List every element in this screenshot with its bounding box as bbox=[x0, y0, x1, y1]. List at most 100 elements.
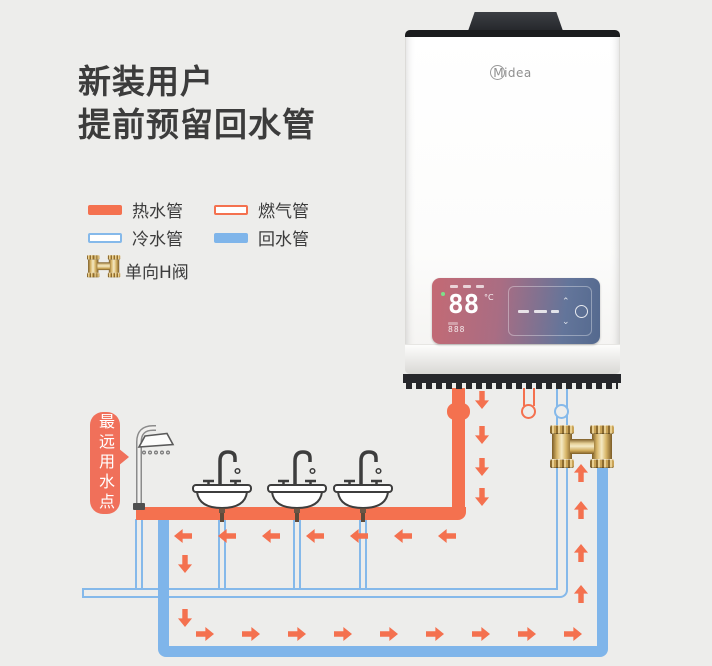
flow-arrow-right bbox=[288, 626, 306, 642]
valve-cap bbox=[590, 459, 614, 468]
farthest-point-label: 最远用水点 bbox=[90, 412, 120, 514]
power-button-icon bbox=[575, 305, 588, 318]
page-title: 新装用户 提前预留回水管 bbox=[78, 60, 316, 146]
heater-bottom-vent bbox=[403, 374, 621, 389]
gas-pipe-swatch bbox=[214, 204, 248, 215]
indicator-dash bbox=[448, 322, 458, 325]
heater-top-band bbox=[405, 30, 620, 37]
label-pointer-icon bbox=[118, 448, 129, 466]
valve-cap bbox=[550, 425, 574, 434]
temperature-display: 88 °C bbox=[448, 290, 494, 320]
cold-water-main-pipe bbox=[82, 588, 558, 598]
legend-label-hot-water: 热水管 bbox=[132, 202, 183, 222]
brand-text: Midea bbox=[493, 66, 532, 80]
flow-arrow-left bbox=[174, 528, 192, 544]
return-pipe-vertical-left bbox=[158, 519, 169, 648]
chevron-down-icon: ⌄ bbox=[562, 317, 570, 327]
valve-cap bbox=[590, 425, 614, 434]
farthest-point-text: 最远用水点 bbox=[96, 413, 115, 513]
h-valve bbox=[550, 425, 614, 468]
cold-branch-shower bbox=[135, 519, 143, 589]
valve-body bbox=[88, 259, 99, 273]
h-valve-legend-icon bbox=[87, 255, 121, 278]
flow-arrow-right bbox=[518, 626, 536, 642]
flow-arrow-right bbox=[472, 626, 490, 642]
valve-body bbox=[552, 434, 572, 459]
valve-crossbar bbox=[97, 262, 110, 271]
cold-water-pipe-below-valve bbox=[556, 462, 568, 588]
flow-arrow-right bbox=[380, 626, 398, 642]
flow-arrow-right bbox=[196, 626, 214, 642]
valve-cap bbox=[107, 255, 121, 260]
cold-branch-sink-2 bbox=[293, 519, 301, 589]
gas-pipe-connector bbox=[521, 404, 536, 419]
indicator-dash bbox=[450, 285, 458, 288]
flow-arrow-up bbox=[573, 544, 589, 562]
cold-branch-sink-3 bbox=[359, 519, 367, 589]
flow-arrow-right bbox=[334, 626, 352, 642]
legend-item-cold-water: 冷水管 bbox=[88, 225, 183, 250]
hot-water-pipe-coupling bbox=[447, 403, 470, 420]
legend-label-return-water: 回水管 bbox=[258, 230, 309, 250]
flow-arrow-down bbox=[177, 609, 193, 627]
valve-crossbar bbox=[570, 439, 594, 454]
sink-icon bbox=[191, 450, 253, 524]
cold-water-pipe-corner bbox=[556, 586, 568, 598]
flow-arrow-down bbox=[474, 391, 490, 409]
cold-water-connector bbox=[554, 404, 569, 419]
indicator-dash bbox=[476, 285, 484, 288]
legend-item-hot-water: 热水管 bbox=[88, 197, 183, 222]
flow-arrow-left bbox=[438, 528, 456, 544]
indicator-dash bbox=[463, 285, 471, 288]
flow-arrow-up bbox=[573, 585, 589, 603]
flow-arrow-left bbox=[394, 528, 412, 544]
chevron-up-icon: ⌃ bbox=[562, 297, 570, 307]
flow-arrow-left bbox=[262, 528, 280, 544]
hot-water-pipe-horizontal bbox=[136, 507, 466, 520]
flow-arrow-left bbox=[306, 528, 324, 544]
flow-arrow-down bbox=[474, 458, 490, 476]
sink-icon bbox=[332, 450, 394, 524]
gas-pipe-stub bbox=[523, 388, 535, 406]
flow-arrow-down bbox=[474, 426, 490, 444]
valve-cap bbox=[550, 459, 574, 468]
flow-arrow-down bbox=[177, 555, 193, 573]
flow-arrow-up bbox=[573, 501, 589, 519]
vent-teeth bbox=[406, 383, 618, 389]
status-led-icon bbox=[441, 292, 445, 296]
touch-control-zone: ⌃ ⌄ bbox=[508, 286, 592, 336]
heater-display-panel: 88 °C 888 ⌃ ⌄ bbox=[432, 278, 600, 344]
touch-button-icon bbox=[518, 310, 529, 313]
midea-logo: Midea bbox=[405, 66, 620, 80]
temperature-unit: °C bbox=[484, 293, 494, 302]
legend-label-gas: 燃气管 bbox=[258, 202, 309, 222]
heater-base-ledge bbox=[405, 344, 620, 374]
flow-arrow-right bbox=[426, 626, 444, 642]
valve-cap bbox=[87, 272, 100, 278]
sink-icon bbox=[266, 450, 328, 524]
temperature-value: 88 bbox=[448, 290, 480, 320]
legend-label-cold-water: 冷水管 bbox=[132, 230, 183, 250]
valve-body bbox=[592, 434, 612, 459]
title-line-2: 提前预留回水管 bbox=[78, 105, 316, 144]
title-line-1: 新装用户 bbox=[78, 62, 214, 101]
return-pipe-vertical-right bbox=[597, 462, 608, 648]
valve-cap bbox=[107, 272, 121, 278]
touch-button-icon bbox=[534, 310, 547, 313]
cold-water-pipe-swatch bbox=[88, 232, 122, 243]
legend-label-h-valve: 单向H阀 bbox=[125, 263, 189, 283]
flow-arrow-right bbox=[564, 626, 582, 642]
legend-item-h-valve: 单向H阀 bbox=[125, 258, 189, 283]
legend-item-return-water: 回水管 bbox=[214, 225, 309, 250]
hot-water-pipe-swatch bbox=[88, 204, 122, 215]
flow-arrow-right bbox=[242, 626, 260, 642]
valve-cap bbox=[87, 255, 100, 260]
water-heater: Midea 88 °C 888 ⌃ ⌄ bbox=[405, 12, 620, 374]
cold-branch-sink-1 bbox=[218, 519, 226, 589]
return-pipe-bottom bbox=[158, 646, 608, 657]
vent-bar bbox=[403, 374, 621, 383]
shower-icon bbox=[133, 425, 175, 510]
touch-button-icon bbox=[551, 310, 559, 313]
flue-vent bbox=[468, 12, 563, 31]
